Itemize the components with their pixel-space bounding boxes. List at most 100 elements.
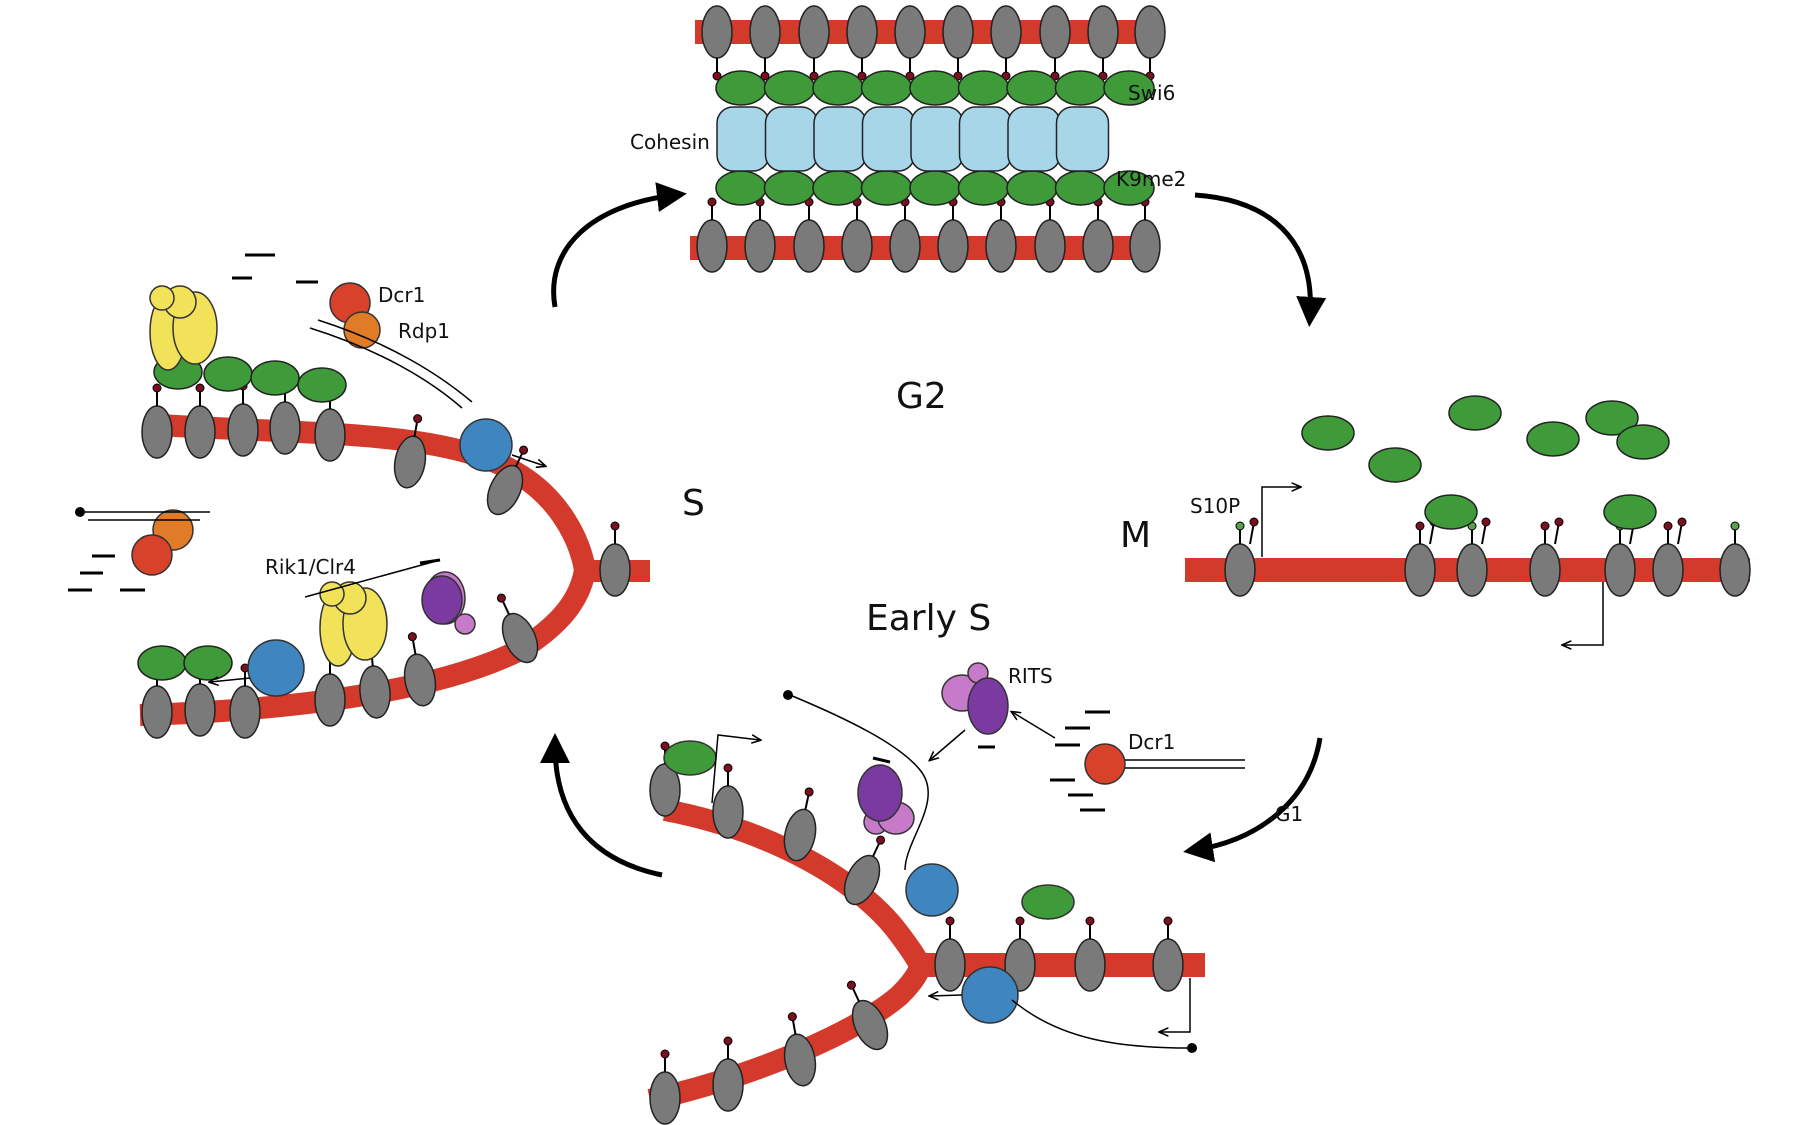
cohesin-ring	[958, 106, 1013, 172]
early-rna-cap-right	[1187, 1043, 1197, 1053]
m-free-swi6	[1301, 395, 1670, 530]
swi6-protein	[1368, 447, 1422, 483]
histone-octamer	[701, 5, 733, 59]
early-promoter-arrow	[711, 735, 760, 804]
k9-methyl-mark	[876, 835, 886, 845]
histone-octamer	[649, 1071, 681, 1125]
nucleosome	[1456, 521, 1488, 597]
nucleosome	[1652, 521, 1684, 597]
rits-complex-top	[941, 662, 1009, 735]
swi6-protein	[909, 70, 961, 106]
histone-octamer	[985, 219, 1017, 273]
k9-methyl-mark	[660, 1049, 670, 1059]
nucleosome	[798, 5, 830, 81]
arrow-earlys-to-s	[540, 733, 663, 878]
swi6-protein	[1301, 415, 1355, 451]
early-rna-cap	[783, 690, 793, 700]
clr4-complex-lower	[319, 581, 388, 667]
pol-ii-s-upper	[459, 418, 513, 472]
cohesin-ring	[813, 106, 867, 172]
k9-methyl-mark	[809, 71, 819, 81]
nucleosome	[1529, 521, 1561, 597]
nucleosome	[744, 197, 776, 273]
swi6-protein	[1054, 70, 1107, 106]
nucleosome	[1404, 521, 1436, 597]
label-g2: G2	[896, 376, 947, 417]
nucleosome	[1087, 5, 1119, 81]
k9-methyl-mark	[152, 383, 162, 393]
label-k9me2: K9me2	[1116, 167, 1186, 191]
k9-methyl-mark	[1415, 521, 1425, 531]
swi6-early-right	[1021, 884, 1075, 920]
swi6-protein	[1585, 400, 1639, 436]
cohesin-ring	[1055, 106, 1110, 172]
g2-swi6-row-top	[715, 70, 1155, 106]
nucleosome	[846, 980, 889, 1051]
swi6-protein	[1603, 494, 1657, 530]
nucleosome	[841, 197, 873, 273]
swi6-protein	[1103, 70, 1155, 106]
histone-octamer	[712, 1058, 744, 1112]
g2-bottom-nucleosomes	[696, 197, 1161, 273]
swi6-protein	[957, 70, 1010, 106]
swi6-protein	[763, 70, 816, 106]
k9-methyl-mark	[905, 71, 915, 81]
dcr1-s-left	[131, 534, 173, 576]
nucleosome	[599, 521, 631, 597]
k9-methyl-mark	[1235, 521, 1245, 531]
k9-methyl-mark	[723, 763, 733, 773]
rits-bottom-bar	[872, 756, 891, 764]
histone-octamer	[1404, 543, 1436, 597]
k9-methyl-mark	[760, 71, 770, 81]
swi6-protein	[137, 645, 187, 681]
swi6-protein	[715, 170, 767, 206]
histone-octamer	[269, 401, 301, 455]
g2-top-nucleosomes	[701, 5, 1166, 81]
k9-methyl-mark	[945, 916, 955, 926]
rdp1-s	[343, 311, 381, 349]
nucleosome	[1129, 197, 1161, 273]
k9-methyl-mark	[1481, 517, 1491, 527]
nucleosome	[793, 197, 825, 273]
label-rdp1: Rdp1	[398, 319, 450, 343]
histone-octamer	[184, 405, 216, 459]
k9-methyl-mark	[712, 71, 722, 81]
k9-methyl-mark	[1677, 517, 1687, 527]
histone-octamer	[141, 685, 173, 739]
swi6-protein	[957, 170, 1010, 206]
histone-octamer	[184, 683, 216, 737]
histone-octamer	[403, 653, 437, 707]
histone-octamer	[359, 665, 391, 719]
arrow-m-to-g1	[1183, 737, 1323, 863]
nucleosome	[942, 5, 974, 81]
s-rik1-transcript	[304, 559, 441, 598]
nucleosome	[712, 763, 744, 839]
swi6-protein	[1006, 70, 1058, 106]
k9-methyl-mark	[1015, 916, 1025, 926]
histone-octamer	[749, 5, 781, 59]
k9-methyl-mark	[610, 521, 620, 531]
swi6-protein	[812, 70, 864, 106]
swi6-protein	[297, 367, 347, 403]
nucleosome	[846, 5, 878, 81]
rits-complex-s	[421, 571, 476, 635]
nucleosome	[649, 1049, 681, 1125]
nucleosome	[843, 835, 886, 906]
histone-octamer	[1074, 938, 1106, 992]
s-arrow-pol-upper	[511, 454, 545, 466]
histone-octamer	[1129, 219, 1161, 273]
label-g1: G1	[1275, 802, 1303, 826]
histone-octamer	[798, 5, 830, 59]
nucleosome	[486, 445, 529, 516]
k9-methyl-mark	[1730, 521, 1740, 531]
histone-octamer	[1034, 219, 1066, 273]
nucleosome	[934, 916, 966, 992]
k9-methyl-mark	[496, 593, 506, 603]
swi6-protein	[183, 645, 233, 681]
m-chromatin	[1185, 395, 1751, 645]
cycle-arrows	[540, 182, 1327, 878]
s-transcript-a	[309, 327, 463, 409]
nucleosome	[783, 787, 817, 862]
nucleosome	[1039, 5, 1071, 81]
swi6-protein	[1103, 170, 1155, 206]
